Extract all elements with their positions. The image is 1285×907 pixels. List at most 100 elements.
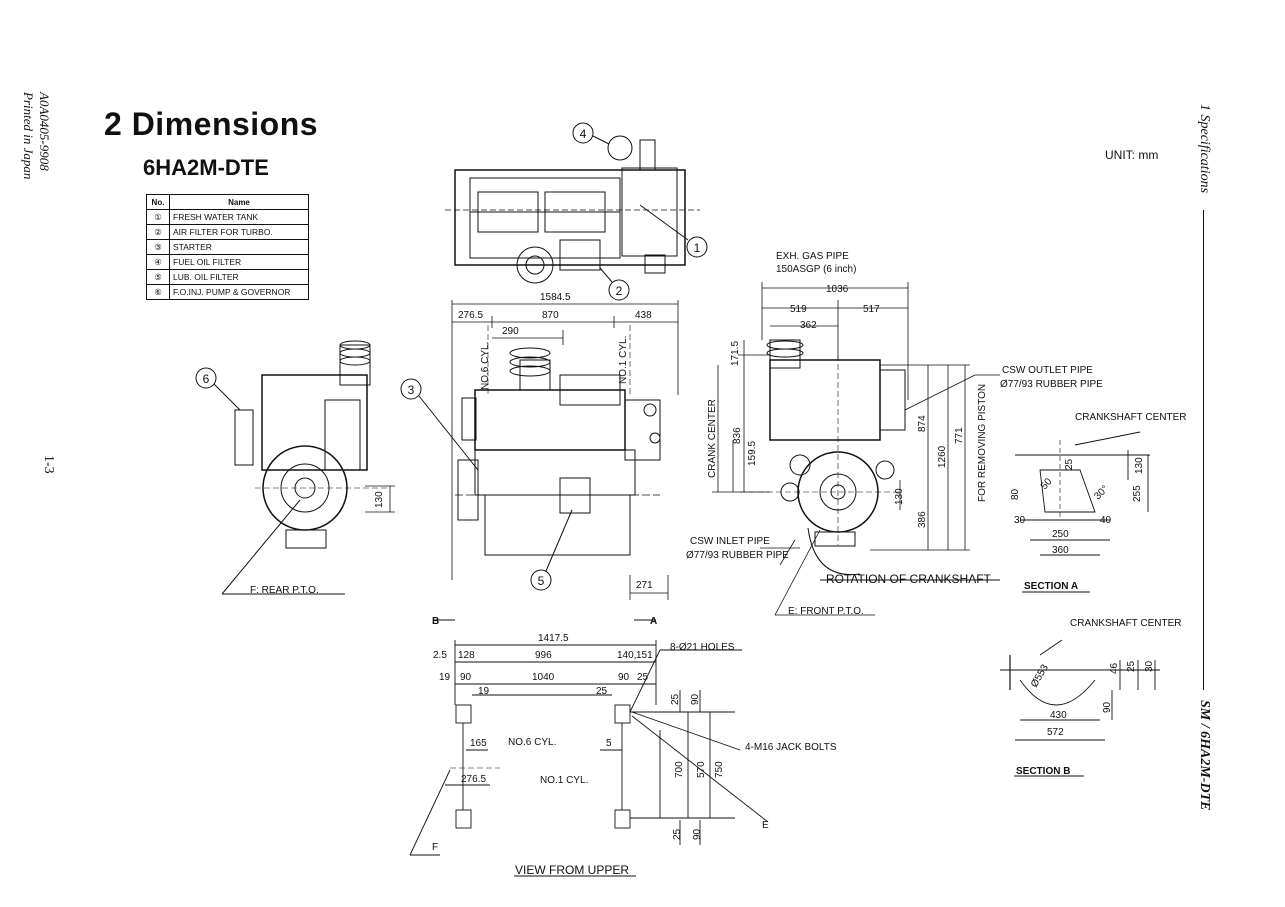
jack-bolts-label: 4-M16 JACK BOLTS (745, 742, 837, 753)
no6-cyl-label: NO.6 CYL. (508, 737, 556, 748)
dim-p-90c: 90 (690, 693, 701, 705)
dim-p-750: 750 (714, 761, 725, 778)
callout-1-number: 1 (694, 241, 701, 255)
dim-p-140: 140, (617, 650, 636, 661)
dim-p-90d: 90 (692, 828, 703, 840)
dim-a-250: 250 (1052, 529, 1069, 540)
dim-1584-5: 1584.5 (540, 292, 571, 303)
dim-p-90b: 90 (618, 672, 630, 683)
holes-label: 8-Ø21 HOLES (670, 642, 735, 653)
page-number: 1-3 (41, 455, 56, 474)
no1-cyl-vertical-label: NO.1 CYL. (618, 336, 629, 384)
dim-p-5: 5 (606, 738, 612, 749)
dim-b-572: 572 (1047, 727, 1064, 738)
no1-cyl-label: NO.1 CYL. (540, 775, 588, 786)
section-b-mark: B (432, 616, 439, 627)
doc-code: A0A0405-9908 (37, 92, 52, 171)
callout-4 (572, 122, 633, 161)
dim-p-151: 151 (636, 650, 653, 661)
exh-gas-spec-label: 150ASGP (6 inch) (776, 264, 856, 275)
dim-870: 870 (542, 310, 559, 321)
dim-b-46: 46 (1109, 662, 1120, 674)
dim-1036: 1036 (826, 284, 849, 295)
legend-name: F.O.INJ. PUMP & GOVERNOR (169, 284, 309, 300)
engine-front-view (740, 339, 906, 547)
dim-p-2-5: 2.5 (433, 650, 447, 661)
dim-b-553: Ø553 (1029, 662, 1051, 689)
engine-top-view (445, 139, 700, 284)
front-dimension-lines (712, 282, 1000, 616)
callout-2-number: 2 (616, 284, 623, 298)
dim-p-996: 996 (535, 650, 552, 661)
dim-b-25: 25 (1126, 660, 1137, 672)
dim-a-40: 40 (1100, 515, 1112, 526)
callout-6 (195, 367, 241, 411)
exh-gas-pipe-label: EXH. GAS PIPE (776, 251, 849, 262)
view-from-upper-label: VIEW FROM UPPER (515, 863, 629, 877)
margin-rule (1203, 210, 1204, 690)
front-pto-label: E: FRONT P.T.O. (788, 606, 864, 617)
legend-no: ⑥ (146, 284, 170, 300)
crank-center-label: CRANK CENTER (707, 399, 718, 478)
dim-p-276-5: 276.5 (461, 774, 486, 785)
callout-3-number: 3 (408, 383, 415, 397)
section-a-mark: A (650, 616, 657, 627)
rotation-label: ROTATION OF CRANKSHAFT (826, 572, 992, 586)
section-b-label: SECTION B (1016, 766, 1070, 777)
mounting-plan-view (409, 619, 769, 856)
dim-p-165: 165 (470, 738, 487, 749)
model-title: 6HA2M-DTE (143, 155, 269, 180)
engine-side-view (455, 347, 661, 556)
dim-a-80: 80 (1010, 488, 1021, 500)
dim-a-30deg: 30° (1092, 484, 1110, 502)
side-print-info: Printed in Japan (20, 92, 36, 179)
dim-130-rear: 130 (374, 491, 385, 508)
dim-771: 771 (954, 427, 965, 444)
dim-b-90: 90 (1102, 701, 1113, 713)
dim-517: 517 (863, 304, 880, 315)
dim-290: 290 (502, 326, 519, 337)
dim-836: 836 (732, 427, 743, 444)
dim-271: 271 (636, 580, 653, 591)
dim-276-5: 276.5 (458, 310, 483, 321)
dim-p-25a: 25 (637, 672, 649, 683)
rear-pto-label: F: REAR P.T.O. (250, 585, 319, 596)
manual-code: SM / 6HA2M-DTE (1197, 700, 1212, 811)
dim-p-1417-5: 1417.5 (538, 633, 569, 644)
section-b-drawing (1000, 639, 1160, 741)
dim-1260: 1260 (937, 445, 948, 468)
engine-rear-view (234, 340, 390, 549)
dim-171-5: 171.5 (730, 341, 741, 366)
dim-b-30: 30 (1144, 660, 1155, 672)
rotation-arrow (807, 527, 1000, 581)
removing-piston-label: FOR REMOVING PISTON (977, 384, 988, 502)
dim-b-430: 430 (1050, 710, 1067, 721)
dim-p-128: 128 (458, 650, 475, 661)
callout-2 (599, 267, 630, 301)
unit-label: UNIT: mm (1105, 148, 1159, 162)
callout-6-number: 6 (203, 372, 210, 386)
crankshaft-center-a-label: CRANKSHAFT CENTER (1075, 412, 1187, 423)
e-mark: E (762, 820, 769, 831)
callout-5-number: 5 (538, 574, 545, 588)
dim-386: 386 (917, 511, 928, 528)
callout-3 (400, 378, 479, 471)
dim-p-90a: 90 (460, 672, 472, 683)
dim-a-255: 255 (1132, 485, 1143, 502)
callout-5 (530, 509, 573, 591)
side-dimension-lines (365, 300, 679, 600)
drawing-labels: EXH. GAS PIPE 150ASGP (6 inch) CSW OUTLE… (250, 251, 1187, 877)
dim-a-25: 25 (1064, 458, 1075, 470)
section-a-label: SECTION A (1024, 581, 1078, 592)
dim-a-360: 360 (1052, 545, 1069, 556)
dim-519: 519 (790, 304, 807, 315)
dim-p-25b: 25 (596, 686, 608, 697)
no6-cyl-vertical-label: NO.6 CYL. (480, 342, 491, 390)
csw-outlet-label: CSW OUTLET PIPE (1002, 365, 1093, 376)
dim-159-5: 159.5 (747, 441, 758, 466)
rear-pto-leader (221, 499, 345, 595)
dim-p-19b: 19 (478, 686, 490, 697)
